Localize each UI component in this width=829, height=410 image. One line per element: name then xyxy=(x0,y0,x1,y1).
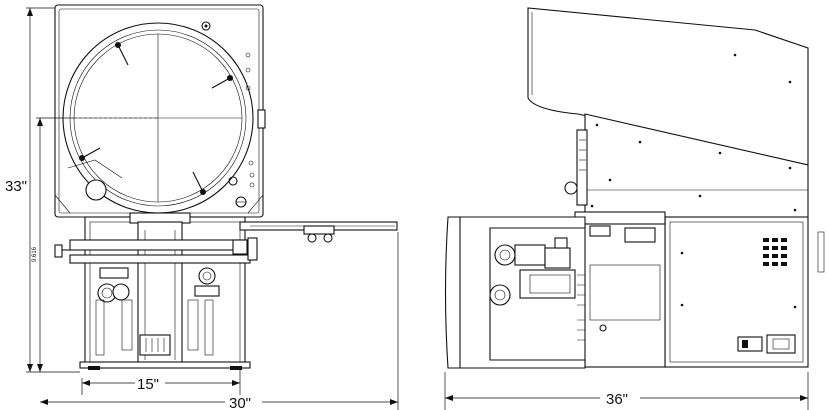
vertical-small-dimension-label: 9.616 xyxy=(32,246,38,262)
height-dimension-label: 33" xyxy=(5,178,27,195)
vent-grille xyxy=(763,238,787,266)
screen-rotation-knob xyxy=(85,179,107,201)
side-stage-arm xyxy=(449,216,586,369)
front-stage xyxy=(69,239,251,251)
front-inner-width-label: 15" xyxy=(137,376,159,393)
side-depth-label: 36" xyxy=(606,391,628,408)
side-hood xyxy=(527,7,809,166)
front-view xyxy=(54,4,398,370)
dimension-lines xyxy=(26,7,809,410)
front-total-width-label: 30" xyxy=(229,395,251,410)
screen-clamps xyxy=(79,42,233,195)
power-switch xyxy=(737,336,763,352)
power-inlet xyxy=(766,334,796,354)
side-view xyxy=(444,7,825,369)
